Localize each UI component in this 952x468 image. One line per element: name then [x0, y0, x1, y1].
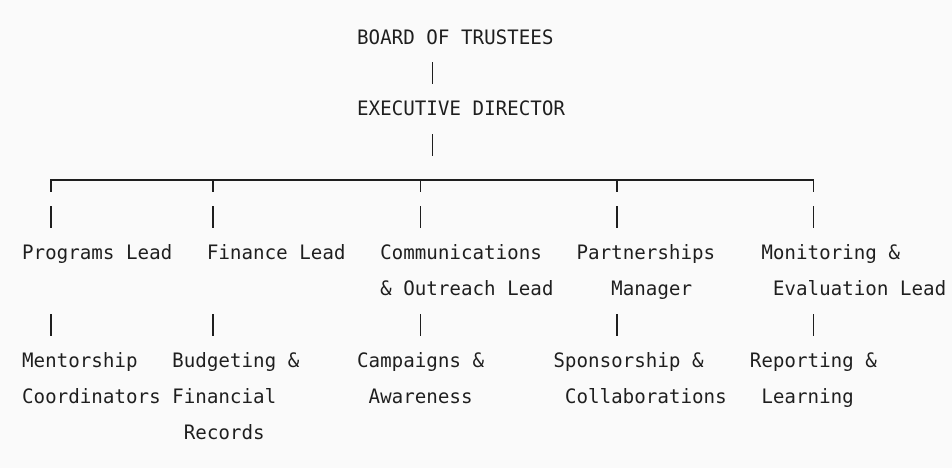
connector-lead: [616, 206, 618, 228]
connector-lead: [212, 206, 214, 228]
bus-tee: [812, 179, 815, 192]
org-chart: BOARD OF TRUSTEES EXECUTIVE DIRECTOR Pro…: [22, 20, 952, 468]
monitoring-evaluation-lead-node-line2: Evaluation Lead: [772, 277, 947, 300]
connector-lead: [419, 206, 422, 228]
campaigns-team-node: Campaigns &: [357, 349, 485, 372]
connector-board-exec: [431, 62, 433, 84]
budgeting-team-node-line3: Records: [183, 421, 265, 444]
programs-lead-node: Programs Lead: [22, 241, 173, 264]
executive-director-node: EXECUTIVE DIRECTOR: [357, 97, 565, 120]
finance-lead-node: Finance Lead: [206, 241, 346, 264]
connector-lead: [812, 206, 815, 228]
mentorship-team-node-line2: Coordinators: [22, 385, 161, 408]
connector-team: [419, 314, 422, 336]
monitoring-evaluation-lead-node: Monitoring &: [761, 241, 900, 264]
bus-tee: [616, 179, 618, 192]
connector-team: [616, 314, 618, 336]
communications-lead-node-line2: & Outreach Lead: [380, 277, 554, 300]
connector-team: [50, 314, 52, 336]
bus-tee: [419, 179, 422, 192]
bus-tee: [212, 179, 214, 192]
connector-team: [812, 314, 815, 336]
connector-lead: [50, 206, 52, 228]
budgeting-team-node-line2: Financial: [172, 385, 277, 408]
bus-tee: [50, 179, 52, 192]
connector-team: [212, 314, 214, 336]
communications-lead-node: Communications: [380, 241, 542, 264]
horizontal-bus: [50, 179, 814, 181]
reporting-team-node: Reporting &: [749, 349, 877, 372]
sponsorship-team-node-line2: Collaborations: [564, 385, 727, 408]
partnerships-manager-node: Partnerships: [576, 241, 716, 264]
partnerships-manager-node-line2: Manager: [611, 277, 693, 300]
board-of-trustees-node: BOARD OF TRUSTEES: [357, 26, 554, 49]
budgeting-team-node: Budgeting &: [172, 349, 300, 372]
campaigns-team-node-line2: Awareness: [368, 385, 473, 408]
mentorship-team-node: Mentorship: [22, 349, 138, 372]
sponsorship-team-node: Sponsorship &: [553, 349, 704, 372]
reporting-team-node-line2: Learning: [761, 385, 854, 408]
connector-exec-bus: [431, 134, 433, 156]
